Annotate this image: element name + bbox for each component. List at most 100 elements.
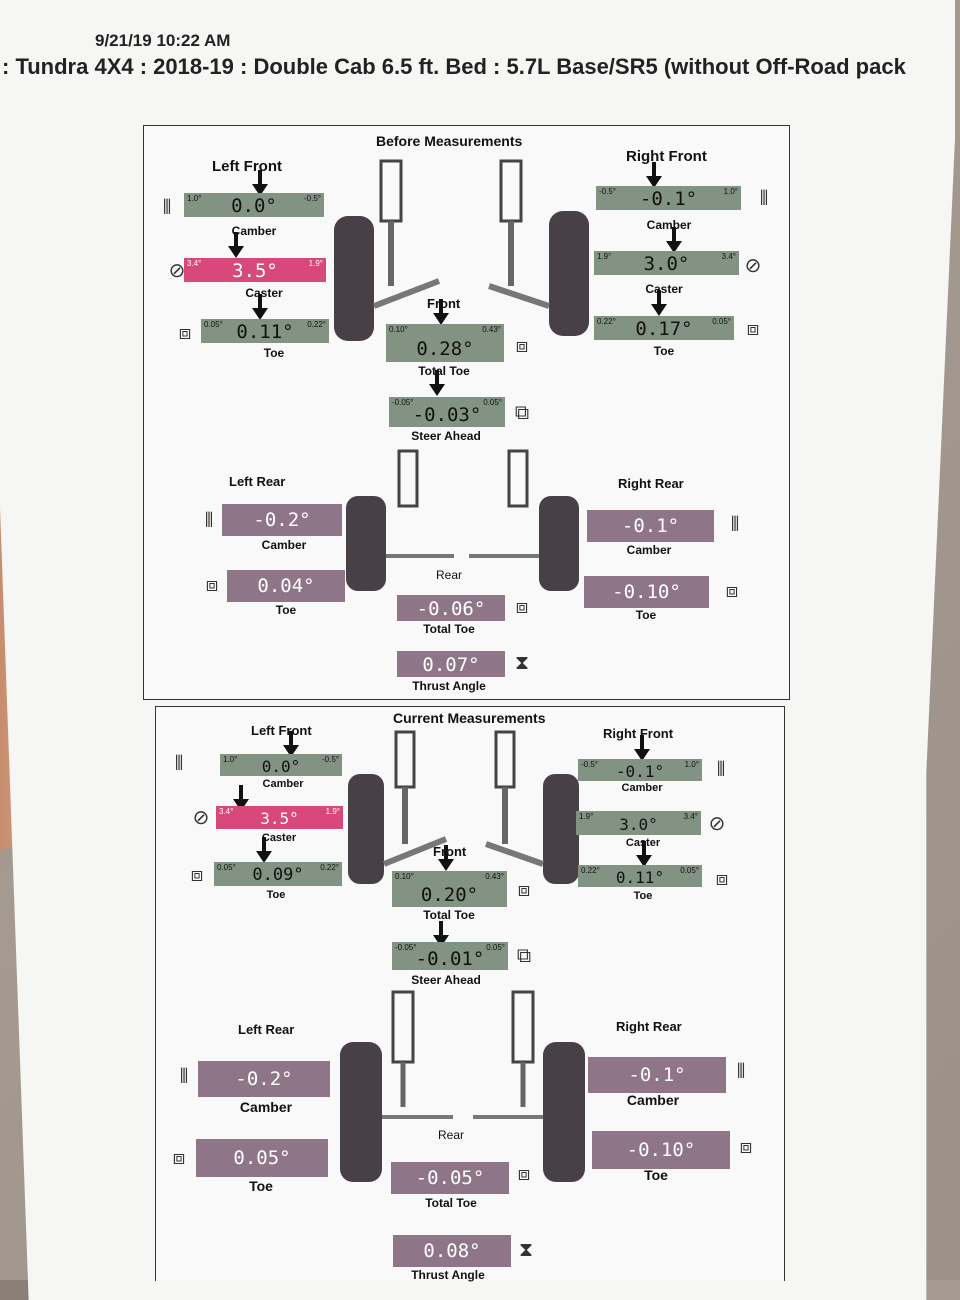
rf-camber-label: Camber: [621, 782, 663, 794]
rr-camber-gauge: -0.1°: [587, 510, 714, 542]
vehicle-title: : Tundra 4X4 : 2018-19 : Double Cab 6.5 …: [2, 54, 906, 79]
steer-icon: ⧉: [514, 402, 530, 424]
front-axle-label: Front: [433, 844, 467, 859]
steer-ahead-value: -0.03°: [412, 404, 482, 426]
toe-icon: ⧈: [746, 318, 760, 340]
front-suspension-diagram: [334, 159, 589, 341]
front-axle-label: Front: [427, 296, 461, 311]
print-datetime: 9/21/19 10:22 AM: [95, 31, 231, 50]
rear-total-toe-gauge: -0.06°: [397, 595, 505, 621]
front-total-toe-label: Total Toe: [418, 364, 470, 378]
thrust-icon: ⧗: [514, 652, 530, 674]
toe-icon: ⧈: [515, 596, 529, 618]
front-total-toe-gauge: 0.10°0.43° 0.20°: [392, 871, 507, 907]
lf-caster-label: Caster: [245, 286, 283, 300]
rf-toe-value: 0.11°: [615, 868, 665, 887]
steer-ahead-pointer: [429, 370, 445, 396]
rear-suspension-diagram: [340, 990, 585, 1182]
rf-toe-label: Toe: [653, 344, 675, 358]
current-measurements-panel: Current Measurements Left Front ⦀ 1.0°-0…: [155, 706, 785, 1282]
lr-toe-gauge: 0.05°: [196, 1139, 328, 1177]
lf-camber-value: 0.0°: [231, 195, 277, 217]
toe-icon: ⧈: [515, 335, 529, 357]
caster-icon: ⊘: [168, 260, 186, 282]
toe-icon: ⧈: [715, 868, 729, 890]
lf-caster-gauge: 3.4°1.9° 3.5°: [216, 806, 343, 829]
steer-ahead-label: Steer Ahead: [411, 973, 481, 987]
front-suspension-diagram: [348, 730, 579, 884]
lr-camber-value: -0.2°: [253, 509, 311, 531]
rf-camber-label: Camber: [646, 218, 692, 232]
toe-icon: ⧈: [725, 580, 739, 602]
rf-caster-value: 3.0°: [619, 815, 658, 834]
rear-total-toe-value: -0.06°: [416, 598, 486, 620]
rr-toe-value: -0.10°: [612, 581, 681, 603]
rf-camber-value: -0.1°: [615, 762, 665, 781]
rear-axle-label: Rear: [437, 1128, 464, 1142]
left-front-label: Left Front: [251, 723, 312, 738]
lf-caster-value: 3.5°: [260, 809, 299, 828]
rr-camber-value: -0.1°: [628, 1064, 686, 1086]
toe-icon: ⧈: [517, 1163, 531, 1185]
toe-pointer: [636, 841, 652, 867]
camber-icon: ⦀: [162, 197, 172, 219]
steer-ahead-value: -0.01°: [415, 948, 485, 970]
panel-title: Before Measurements: [376, 133, 523, 149]
rf-caster-value: 3.0°: [643, 253, 690, 275]
lf-camber-gauge: 1.0°-0.5° 0.0°: [184, 193, 324, 217]
thrust-angle-value: 0.07°: [422, 654, 480, 676]
front-total-toe-value: 0.20°: [420, 884, 479, 906]
rf-caster-gauge: 1.9°3.4° 3.0°: [576, 811, 701, 835]
rf-toe-gauge: 0.22°0.05° 0.17°: [594, 316, 734, 340]
front-total-toe-value: 0.28°: [416, 338, 474, 360]
lf-toe-gauge: 0.05°0.22° 0.11°: [201, 319, 329, 343]
camber-icon: ⦀: [759, 188, 769, 210]
rear-suspension-diagram: [346, 449, 579, 591]
lf-camber-gauge: 1.0°-0.5° 0.0°: [220, 754, 342, 776]
camber-icon: ⦀: [716, 759, 726, 781]
lr-toe-gauge: 0.04°: [227, 570, 345, 602]
rear-axle-label: Rear: [435, 568, 462, 582]
thrust-angle-gauge: 0.08°: [393, 1235, 511, 1267]
right-front-label: Right Front: [626, 148, 707, 165]
left-rear-label: Left Rear: [229, 474, 286, 489]
thrust-angle-label: Thrust Angle: [412, 679, 486, 693]
rear-total-toe-label: Total Toe: [425, 1196, 477, 1210]
rf-caster-label: Caster: [645, 282, 683, 296]
toe-pointer: [256, 837, 272, 863]
caster-pointer: [228, 232, 244, 258]
lf-toe-label: Toe: [266, 889, 286, 901]
lr-toe-value: 0.05°: [233, 1147, 291, 1169]
lr-toe-label: Toe: [249, 1178, 273, 1194]
right-rear-label: Right Rear: [616, 1019, 682, 1034]
lf-toe-value: 0.09°: [252, 865, 304, 885]
caster-icon: ⊘: [192, 807, 210, 829]
rf-toe-gauge: 0.22°0.05° 0.11°: [578, 865, 702, 887]
rf-camber-gauge: -0.5°1.0° -0.1°: [596, 186, 741, 210]
front-total-toe-gauge: 0.10°0.43° 0.28°: [386, 324, 504, 362]
toe-icon: ⧈: [172, 1147, 186, 1169]
lr-toe-value: 0.04°: [257, 575, 315, 597]
lr-camber-value: -0.2°: [235, 1068, 293, 1090]
lf-camber-value: 0.0°: [261, 757, 301, 776]
camber-icon: ⦀: [730, 514, 740, 536]
camber-pointer: [634, 735, 650, 761]
lr-camber-gauge: -0.2°: [222, 504, 342, 536]
left-rear-label: Left Rear: [238, 1022, 295, 1037]
rear-total-toe-label: Total Toe: [423, 622, 475, 636]
left-front-label: Left Front: [212, 158, 282, 175]
lf-toe-label: Toe: [263, 346, 285, 360]
rf-camber-gauge: -0.5°1.0° -0.1°: [578, 759, 702, 781]
rf-toe-label: Toe: [633, 890, 653, 902]
front-total-toe-label: Total Toe: [423, 908, 475, 922]
rr-camber-label: Camber: [626, 1092, 680, 1108]
thrust-angle-value: 0.08°: [423, 1240, 481, 1262]
lf-camber-label: Camber: [231, 224, 277, 238]
steer-ahead-gauge: -0.05°0.05° -0.03°: [389, 397, 505, 427]
total-toe-pointer: [433, 299, 449, 325]
right-rear-label: Right Rear: [618, 476, 684, 491]
total-toe-pointer: [438, 845, 454, 871]
rr-toe-gauge: -0.10°: [584, 576, 709, 608]
rf-camber-value: -0.1°: [639, 188, 698, 210]
rr-toe-label: Toe: [635, 608, 657, 622]
